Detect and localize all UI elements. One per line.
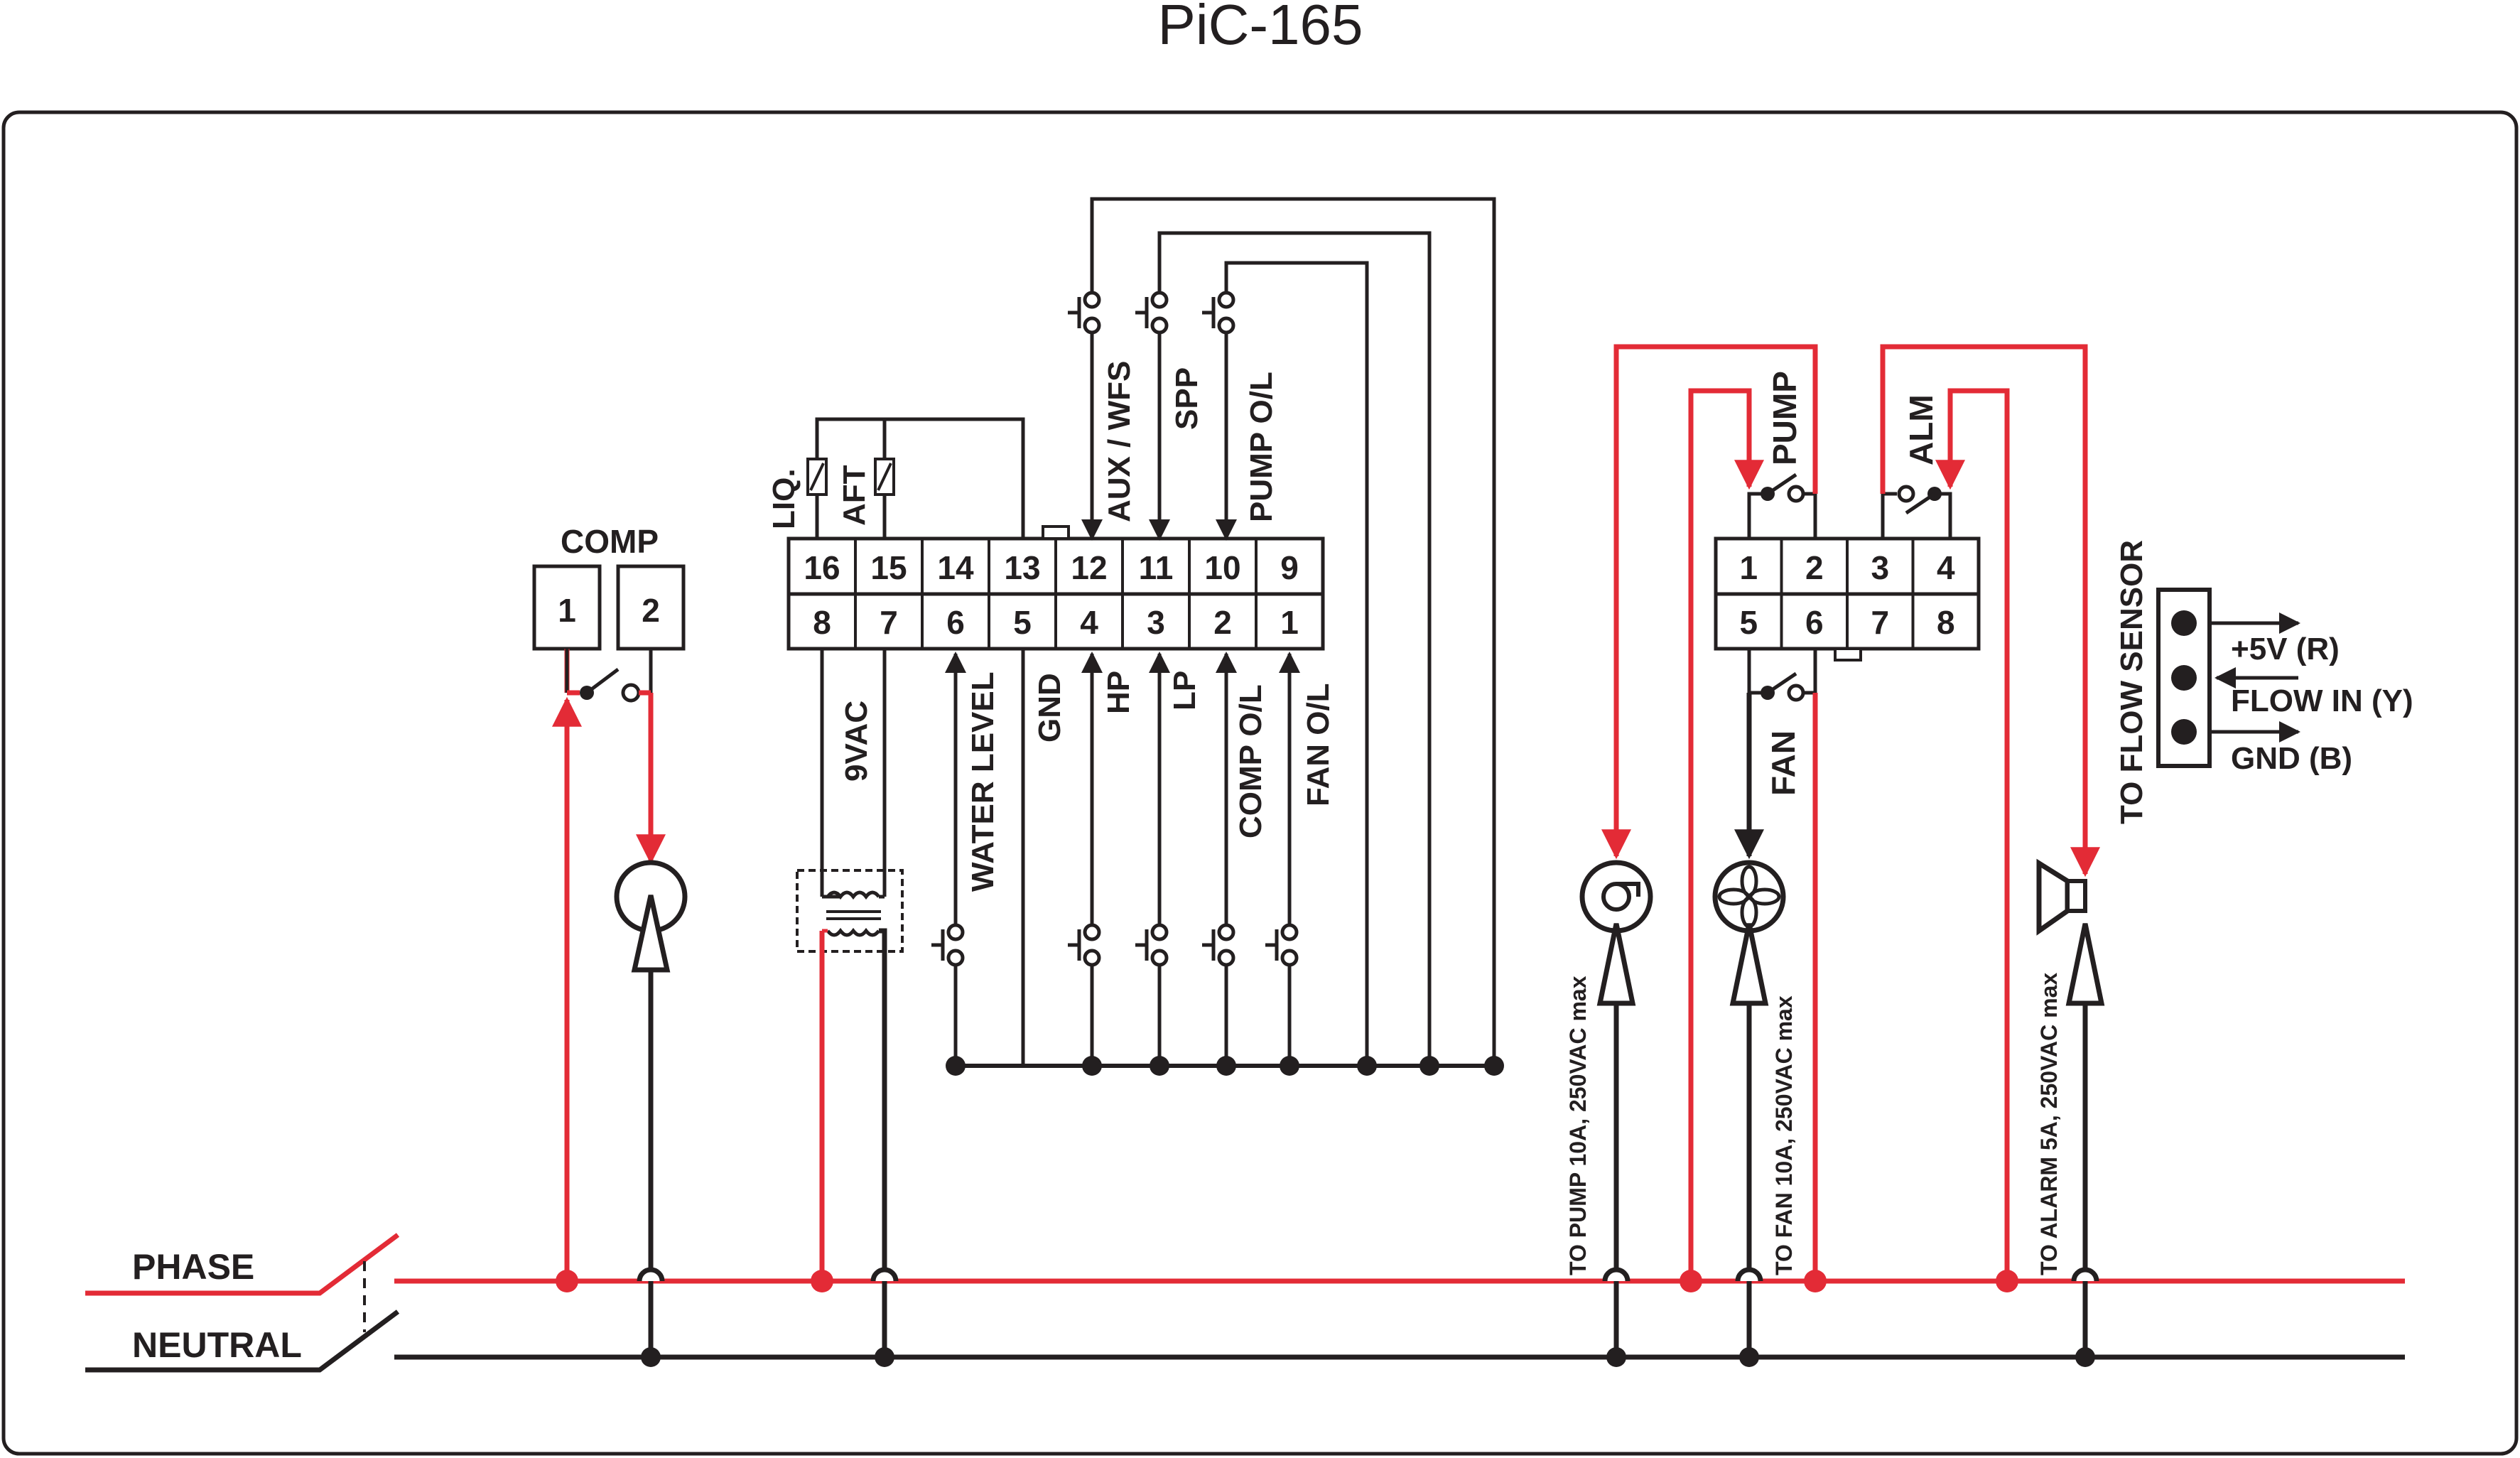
vac-9-label: 9VAC [839, 701, 874, 782]
hp-label: HP [1101, 671, 1136, 714]
pump-relay-label: PUMP [1766, 371, 1803, 465]
junction-dot [1216, 1056, 1236, 1076]
alm-relay-label: ALM [1903, 394, 1940, 465]
pump-relay-contact: PUMP [1747, 371, 1817, 539]
controller-terminal-bottom: 4 [1080, 604, 1098, 641]
comp-terminal-1 [532, 564, 602, 651]
liq-aft-sensors: LIQ. AFT [767, 417, 1025, 539]
fan-load-label: TO FAN 10A, 250VAC max [1771, 995, 1797, 1275]
water-level-contact [931, 923, 966, 967]
junction-dot [1150, 1056, 1169, 1076]
diagram-frame [1, 110, 2519, 1456]
controller-terminal-top: 16 [804, 549, 840, 586]
relay-red-wiring [1601, 344, 2100, 1292]
fan-ol-contact [1265, 923, 1299, 967]
fan-ol-label: FAN O/L [1301, 683, 1336, 806]
alarm-load: TO ALARM 5A, 250VAC max [2036, 858, 2105, 1367]
phase-line: PHASE [85, 1233, 2405, 1296]
pump-ol-contact [1202, 291, 1236, 335]
compressor-motor [614, 860, 688, 973]
lp-contact [1135, 923, 1169, 967]
comp-terminal-2-label: 2 [642, 592, 660, 629]
relay-terminal-bottom: 5 [1739, 604, 1758, 641]
flow-pin-flow-in: FLOW IN (Y) [2231, 684, 2413, 718]
controller-terminal-bottom: 2 [1213, 604, 1232, 641]
controller-terminal-top: 13 [1004, 549, 1040, 586]
pump-load: TO PUMP 10A, 250VAC max [1565, 860, 1653, 1367]
bottom-input-contacts: WATER LEVEL GND HP LP COMP O/L FAN O/L [931, 649, 1504, 1076]
aux-wfs-label: AUX / WFS [1102, 361, 1137, 522]
relay-terminal-top: 1 [1739, 549, 1758, 586]
flow-pin-gnd: GND (B) [2231, 741, 2352, 776]
liq-label: LIQ. [767, 468, 801, 529]
comp-phase-hop [637, 1267, 665, 1282]
aux-wfs-contact [1068, 291, 1102, 335]
diagram-title: PiC-165 [1157, 0, 1363, 56]
controller-terminal-top: 10 [1204, 549, 1240, 586]
relay-terminal-block: 1 2 3 4 5 6 7 8 [1714, 536, 1981, 662]
relay-terminal-bottom: 6 [1805, 604, 1824, 641]
junction-dot [1082, 1056, 1102, 1076]
relay-terminal-bottom: 8 [1937, 604, 1955, 641]
controller-terminal-top: 15 [870, 549, 907, 586]
water-level-label: WATER LEVEL [966, 671, 1000, 892]
controller-terminal-bottom: 5 [1013, 604, 1032, 641]
lp-label: LP [1167, 671, 1202, 711]
pump-ol-label: PUMP O/L [1244, 372, 1279, 522]
neutral-line: NEUTRAL [85, 1310, 2405, 1373]
fan-load: TO FAN 10A, 250VAC max [1712, 860, 1797, 1367]
flow-sensor-connector: +5V (R) FLOW IN (Y) GND (B) TO FLOW SENS… [2114, 540, 2413, 824]
hp-contact [1068, 923, 1102, 967]
junction-dot [1484, 1056, 1504, 1076]
gnd-label: GND [1032, 673, 1067, 742]
fan-relay-label: FAN [1765, 730, 1802, 796]
aft-label: AFT [837, 465, 872, 526]
top-input-contacts: AUX / WFS SPP PUMP O/L [1068, 197, 1496, 1066]
comp-terminal-1-label: 1 [558, 592, 576, 629]
comp-terminal-block: COMP 1 2 [532, 523, 686, 651]
neutral-label: NEUTRAL [132, 1325, 302, 1365]
pump-load-label: TO PUMP 10A, 250VAC max [1565, 976, 1591, 1275]
controller-terminal-bottom: 1 [1280, 604, 1299, 641]
controller-terminal-top: 12 [1071, 549, 1107, 586]
controller-terminal-bottom: 7 [880, 604, 898, 641]
relay-terminal-top: 2 [1805, 549, 1824, 586]
spp-label: SPP [1169, 367, 1204, 430]
controller-terminal-block: 16 15 14 13 12 11 10 9 8 7 6 5 4 3 2 1 [786, 525, 1325, 651]
controller-terminal-bottom: 6 [946, 604, 965, 641]
comp-ol-label: COMP O/L [1233, 684, 1268, 838]
relay-terminal-top: 3 [1871, 549, 1889, 586]
controller-terminal-top: 9 [1280, 549, 1299, 586]
comp-ol-contact [1202, 923, 1236, 967]
controller-terminal-top: 11 [1139, 549, 1174, 586]
alarm-load-label: TO ALARM 5A, 250VAC max [2036, 973, 2062, 1275]
flow-sensor-label: TO FLOW SENSOR [2114, 540, 2149, 824]
flow-pin-5v: +5V (R) [2231, 632, 2340, 666]
spp-contact [1135, 291, 1169, 335]
controller-terminal-bottom: 3 [1147, 604, 1165, 641]
junction-dot [1280, 1056, 1299, 1076]
fan-relay-contact: FAN [1747, 649, 1817, 796]
controller-terminal-top: 14 [937, 549, 974, 586]
comp-relay-contact [564, 649, 653, 703]
comp-label: COMP [561, 523, 659, 560]
phase-label: PHASE [132, 1247, 254, 1287]
junction-dot [1419, 1056, 1439, 1076]
junction-dot [946, 1056, 966, 1076]
alarm-relay-contact: ALM [1881, 394, 1952, 539]
transformer-9vac: 9VAC [796, 649, 904, 1367]
controller-terminal-bottom: 8 [813, 604, 831, 641]
relay-terminal-top: 4 [1937, 549, 1955, 586]
junction-dot [1357, 1056, 1377, 1076]
relay-terminal-bottom: 7 [1871, 604, 1889, 641]
